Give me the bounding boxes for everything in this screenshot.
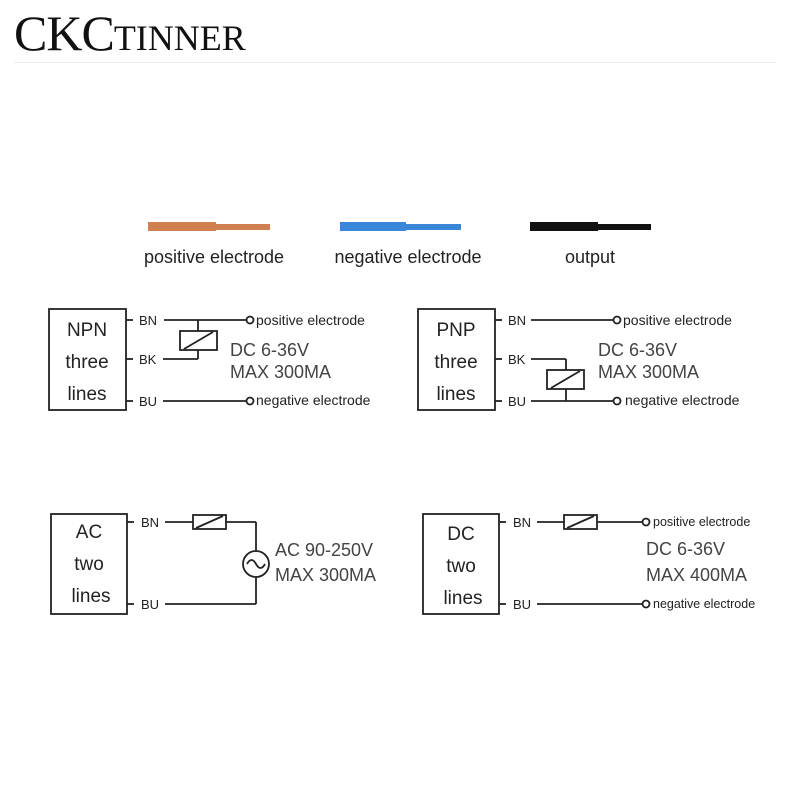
- legend-negative-swatch-thin: [406, 224, 461, 230]
- pnp-texts: PNP three lines BN BK BU positive electr…: [434, 312, 739, 409]
- npn-pin-bn: BN: [139, 313, 157, 328]
- dc-positive-terminal: [641, 517, 651, 527]
- legend-negative-label: negative electrode: [334, 247, 481, 267]
- ac-box-line1: AC: [76, 522, 102, 543]
- legend-positive-label: positive electrode: [144, 247, 284, 267]
- dc-box-line2: two: [446, 556, 476, 577]
- pnp-positive-terminal: [612, 315, 622, 325]
- dc-spec-voltage: DC 6-36V: [646, 539, 725, 559]
- dc-pin-bn: BN: [513, 515, 531, 530]
- npn-diagram: [48, 308, 255, 411]
- npn-box-line1: NPN: [67, 320, 107, 341]
- legend-negative: negative electrode: [334, 222, 482, 267]
- npn-spec-current: MAX 300MA: [230, 362, 331, 382]
- pnp-pin-bn: BN: [508, 313, 526, 328]
- legend-output-label: output: [565, 247, 615, 267]
- dc-diagram: [422, 513, 651, 615]
- legend-positive-swatch-thick: [148, 222, 216, 231]
- npn-negative-terminal: [245, 396, 255, 406]
- brand-logo-big: CKC: [14, 5, 115, 61]
- ac-spec-current: MAX 300MA: [275, 565, 376, 585]
- dc-box: [422, 513, 500, 615]
- legend-output: output: [530, 222, 651, 267]
- legend-output-swatch-thin: [598, 224, 651, 230]
- legend-output-swatch-thick: [530, 222, 598, 231]
- dc-spec-current: MAX 400MA: [646, 565, 747, 585]
- pnp-box-line2: three: [434, 352, 477, 373]
- npn-pin-bk: BK: [139, 352, 157, 367]
- pnp-box-line3: lines: [436, 384, 475, 405]
- dc-bottom-node-label: negative electrode: [653, 597, 755, 611]
- legend-positive-swatch-thin: [216, 224, 270, 230]
- dc-box-line1: DC: [447, 524, 474, 545]
- npn-bottom-node-label: negative electrode: [256, 392, 371, 408]
- ac-pin-bn: BN: [141, 515, 159, 530]
- ac-spec-voltage: AC 90-250V: [275, 540, 373, 560]
- brand-logo-small: TINNER: [113, 18, 246, 58]
- legend-negative-swatch-thick: [340, 222, 406, 231]
- ac-sine-icon: [246, 559, 266, 569]
- dc-box-line3: lines: [443, 588, 482, 609]
- npn-texts: NPN three lines BN BK BU positive electr…: [65, 312, 370, 409]
- pnp-top-node-label: positive electrode: [623, 312, 732, 328]
- ac-diagram: [50, 513, 270, 615]
- pnp-spec-voltage: DC 6-36V: [598, 340, 677, 360]
- dc-pin-bu: BU: [513, 597, 531, 612]
- brand-divider: [14, 62, 776, 63]
- ac-box-line3: lines: [71, 586, 110, 607]
- pnp-pin-bk: BK: [508, 352, 526, 367]
- dc-negative-terminal: [641, 599, 651, 609]
- npn-spec-voltage: DC 6-36V: [230, 340, 309, 360]
- ac-texts: AC two lines BN BU AC 90-250V MAX 300MA: [71, 515, 376, 612]
- legend: positive electrode negative electrode ou…: [144, 222, 651, 267]
- dc-top-node-label: positive electrode: [653, 515, 750, 529]
- pnp-box-line1: PNP: [436, 320, 475, 341]
- ac-box-line2: two: [74, 554, 104, 575]
- npn-top-node-label: positive electrode: [256, 312, 365, 328]
- pnp-spec-current: MAX 300MA: [598, 362, 699, 382]
- legend-positive: positive electrode: [144, 222, 284, 267]
- dc-texts: DC two lines BN BU positive electrode ne…: [443, 515, 755, 612]
- pnp-pin-bu: BU: [508, 394, 526, 409]
- npn-positive-terminal: [245, 315, 255, 325]
- npn-box-line3: lines: [67, 384, 106, 405]
- pnp-negative-terminal: [612, 396, 622, 406]
- ac-box: [50, 513, 128, 615]
- npn-pin-bu: BU: [139, 394, 157, 409]
- ac-pin-bu: BU: [141, 597, 159, 612]
- pnp-bottom-node-label: negative electrode: [625, 392, 740, 408]
- brand-logo: CKCTINNER: [14, 8, 246, 58]
- npn-box-line2: three: [65, 352, 108, 373]
- pnp-diagram: [417, 308, 622, 411]
